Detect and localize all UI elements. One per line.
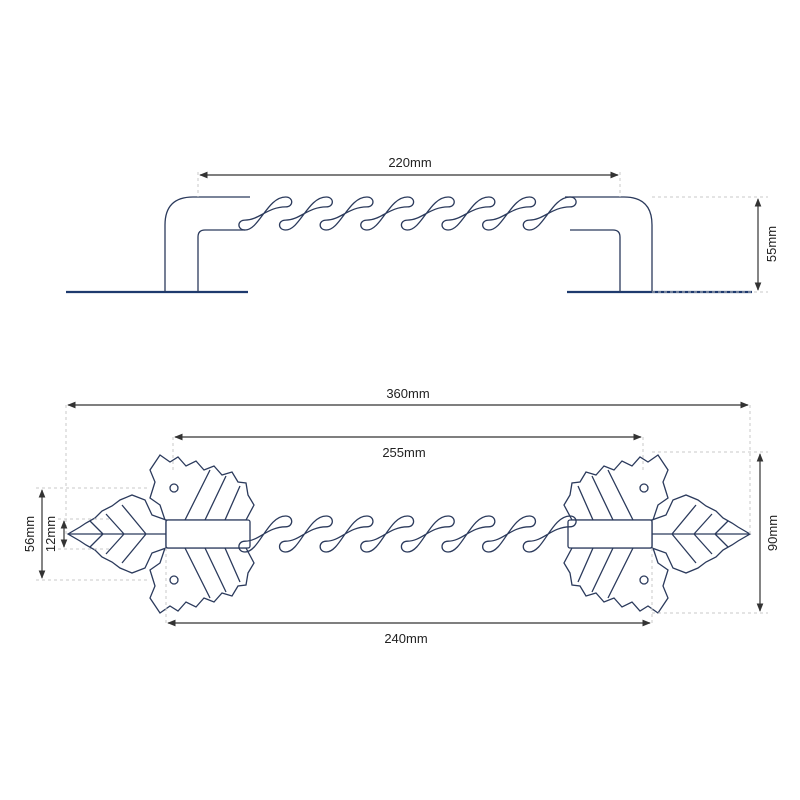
- inner-dimension-label: 255mm: [382, 445, 425, 460]
- rope-strand: [441, 515, 496, 553]
- rope-strand: [522, 196, 577, 231]
- right-leg: [565, 196, 653, 292]
- bar-dimension-label: 240mm: [384, 631, 427, 646]
- height-dimension-label: 55mm: [764, 226, 779, 262]
- twisted-bar-top: [238, 515, 577, 553]
- rope-strand: [360, 196, 415, 231]
- rope-strand: [278, 196, 333, 231]
- rope-strand: [482, 196, 537, 231]
- rope-strand: [238, 515, 293, 553]
- right-leaf-plate: [563, 454, 751, 614]
- left-leaf-plate: [66, 454, 255, 614]
- overall-dimension-label: 360mm: [386, 386, 429, 401]
- top-view: 360mm 255mm 240mm 90mm 56mm 12mm: [22, 386, 780, 646]
- plate-height-label: 90mm: [765, 515, 780, 551]
- left-mount-block: [165, 519, 251, 549]
- rope-strand: [441, 196, 496, 231]
- rope-strand: [482, 515, 537, 553]
- rope-strand: [522, 515, 577, 553]
- rope-strand: [400, 515, 455, 553]
- twisted-bar-side: [238, 196, 577, 231]
- upper-leaf-lobe: [149, 454, 255, 521]
- side-view: 220mm 55mm: [66, 155, 779, 294]
- rope-strand: [319, 515, 374, 553]
- rope-strand: [238, 196, 293, 231]
- left-leg: [164, 196, 250, 292]
- width-dimension-label: 220mm: [388, 155, 431, 170]
- lower-leaf-lobe: [149, 547, 255, 614]
- rope-strand: [278, 515, 333, 553]
- rope-strand: [400, 196, 455, 231]
- rope-strand: [319, 196, 374, 231]
- bar-thickness-label: 12mm: [43, 516, 58, 552]
- leaf-height-label: 56mm: [22, 516, 37, 552]
- rope-strand: [360, 515, 415, 553]
